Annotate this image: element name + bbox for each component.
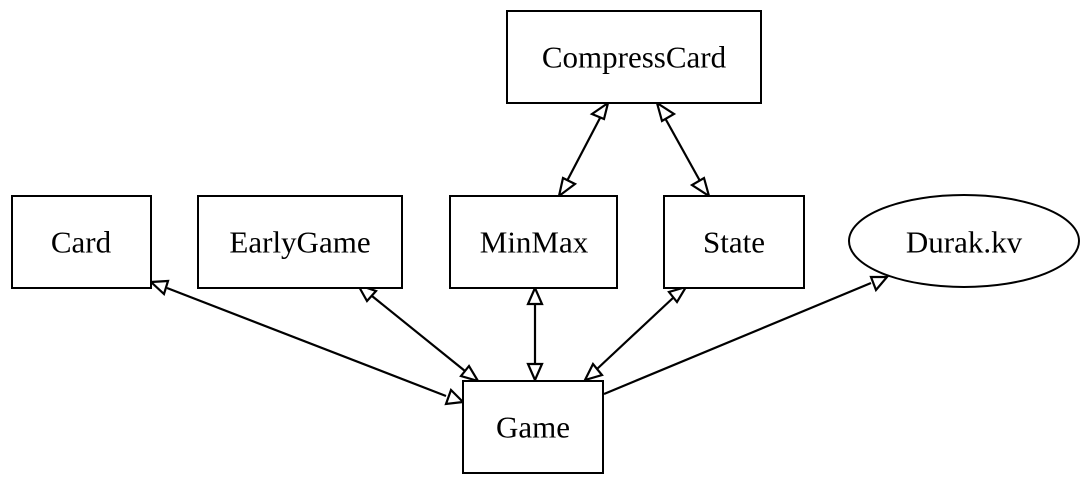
edge-compresscard-minmax [557, 100, 610, 199]
node-label: EarlyGame [229, 225, 370, 260]
arrowhead-icon [667, 285, 689, 304]
arrowhead-icon [655, 100, 677, 123]
node-state: State [663, 195, 805, 289]
nodes: CompressCard Card EarlyGame MinMax State… [11, 10, 1080, 474]
node-minmax: MinMax [449, 195, 618, 289]
arrowhead-icon [582, 361, 604, 382]
edge-earlygame-game [355, 283, 481, 383]
edges [148, 100, 890, 406]
edge-compresscard-state [655, 100, 711, 199]
arrowhead-icon [526, 285, 544, 306]
node-label: Game [496, 410, 570, 445]
arrowhead-icon [689, 176, 711, 199]
arrowhead-icon [557, 176, 578, 199]
node-label: CompressCard [542, 40, 727, 75]
arrowhead-icon [869, 275, 890, 293]
node-label: Durak.kv [906, 225, 1023, 260]
edge-game-durakkv [603, 275, 890, 396]
edge-card-game [148, 279, 466, 406]
node-label: MinMax [480, 225, 589, 260]
node-label: Card [51, 225, 112, 260]
node-earlygame: EarlyGame [197, 195, 403, 289]
arrowhead-icon [526, 362, 544, 383]
arrowhead-icon [444, 387, 466, 406]
arrowhead-icon [148, 279, 170, 296]
arrowhead-icon [459, 364, 481, 383]
node-card: Card [11, 195, 152, 289]
edge-minmax-game [526, 285, 544, 383]
node-label: State [703, 225, 765, 260]
node-compresscard: CompressCard [506, 10, 762, 104]
arrowhead-icon [589, 100, 610, 121]
edge-state-game [582, 285, 689, 382]
node-game: Game [462, 380, 604, 474]
node-durakkv: Durak.kv [848, 194, 1080, 288]
